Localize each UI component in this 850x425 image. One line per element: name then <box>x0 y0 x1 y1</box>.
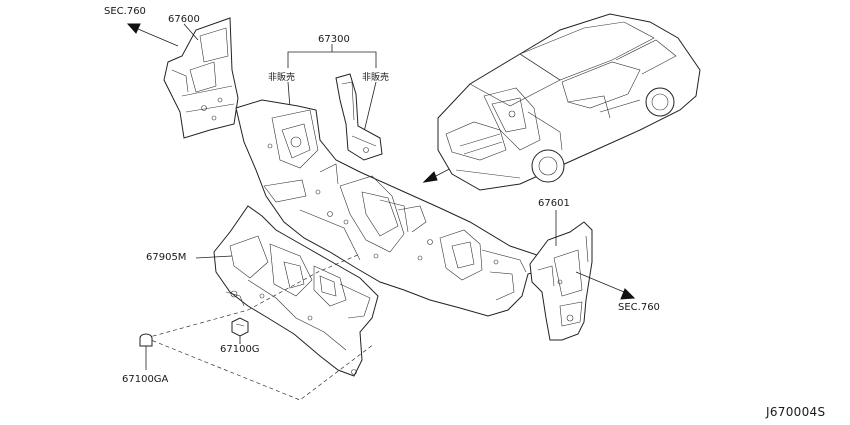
part-67300-leader <box>287 44 377 133</box>
part-67905m-insulator <box>213 205 379 377</box>
leader-67905m <box>195 255 233 259</box>
part-67600-label[interactable]: 67600 <box>168 14 200 25</box>
part-67601-label[interactable]: 67601 <box>538 198 570 209</box>
not-for-sale-left-label: 非販売 <box>268 73 296 83</box>
part-67600-side-panel <box>163 17 239 139</box>
part-67100g-clip <box>231 317 249 344</box>
sec-760-right-label[interactable]: SEC.760 <box>618 302 660 313</box>
part-67905m-label[interactable]: 67905M <box>146 252 187 263</box>
part-67300-label[interactable]: 67300 <box>318 34 350 45</box>
diagram-code-label: J670004S <box>766 405 826 419</box>
part-67601-side-panel <box>529 221 593 341</box>
sec-760-top-label[interactable]: SEC.760 <box>104 6 146 17</box>
part-67100g-label[interactable]: 67100G <box>220 344 260 355</box>
part-67100ga-bolt <box>139 333 153 370</box>
sec-760-top-arrow <box>126 23 179 47</box>
part-67300-dash-panel <box>235 99 543 317</box>
part-67100ga-label[interactable]: 67100GA <box>122 374 169 385</box>
sec-760-right-arrow <box>575 271 636 300</box>
vehicle-illustration <box>437 13 701 191</box>
not-for-sale-right-label: 非販売 <box>362 73 390 83</box>
dashed-assembly-outline <box>145 253 375 401</box>
part-small-insulator <box>335 73 383 161</box>
